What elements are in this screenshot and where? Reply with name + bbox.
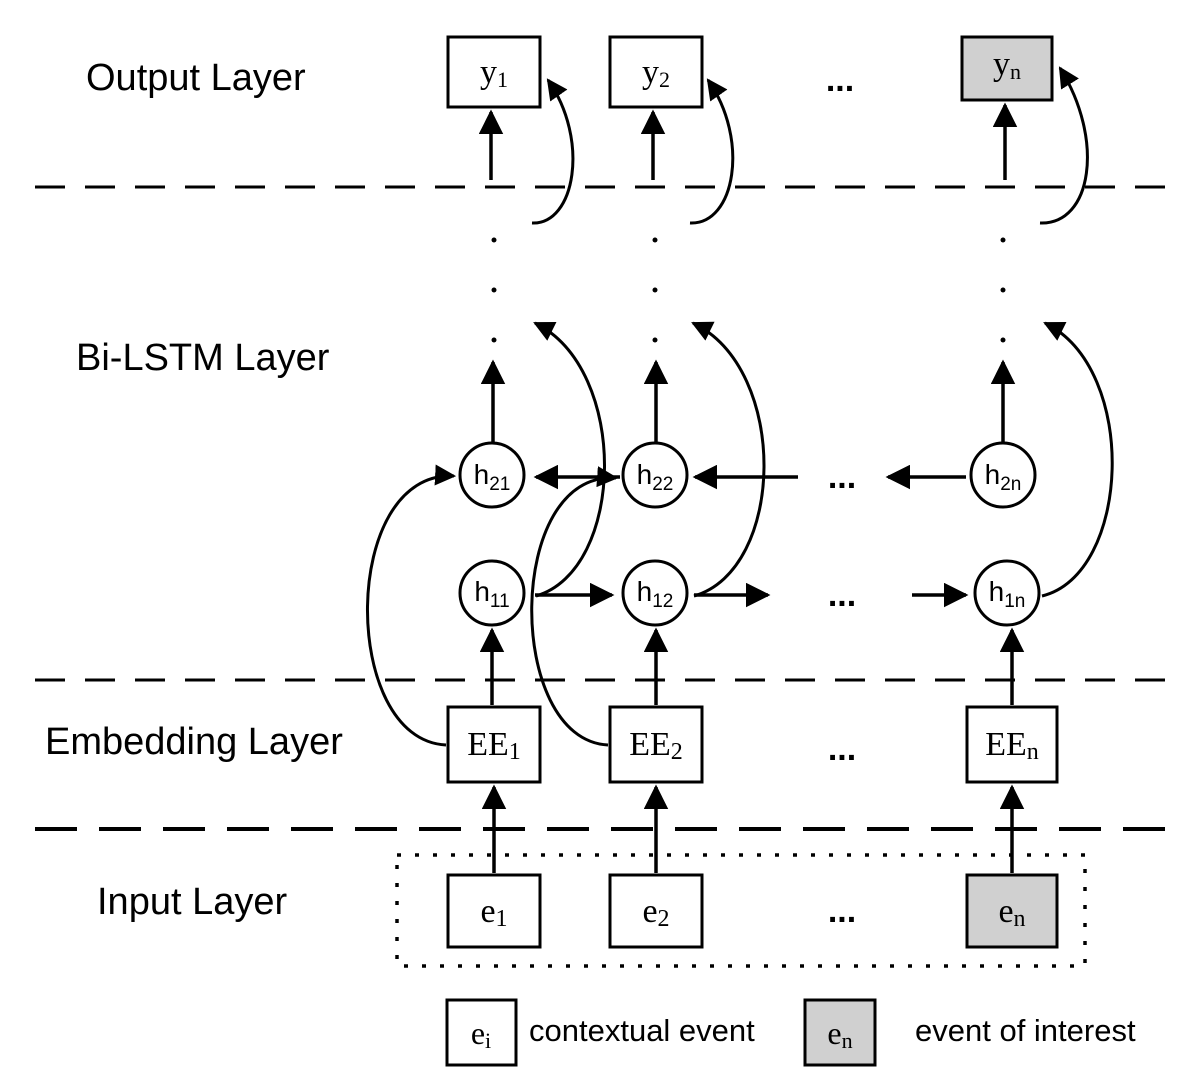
embedding-node-ee1 <box>446 705 542 784</box>
legend-contextual-text: contextual event <box>529 1013 755 1048</box>
hidden-node-h12 <box>621 559 689 627</box>
output-ellipsis: ... <box>826 61 854 99</box>
hidden-node-h1n <box>973 559 1041 627</box>
hidden-node-h21 <box>458 441 526 509</box>
hidden-node-h11 <box>458 559 526 627</box>
output-label-2: y2 <box>642 54 670 92</box>
input-node-en <box>965 873 1059 949</box>
curve-h11-up <box>533 321 606 598</box>
hidden-node-h2n <box>969 441 1037 509</box>
input-ellipsis: ... <box>828 892 856 930</box>
input-label-n: en <box>998 893 1025 932</box>
legend-interest-symbol: en <box>827 1015 852 1053</box>
curve-h12-up <box>691 321 766 598</box>
curve-to-yn <box>1039 66 1089 225</box>
output-node-y2 <box>608 35 704 109</box>
input-label-2: e2 <box>642 893 669 932</box>
embedding-label-n: EEn <box>985 726 1039 765</box>
stack-dots <box>491 237 1006 343</box>
curve-to-y2 <box>689 78 735 225</box>
legend-contextual-swatch <box>445 998 518 1067</box>
hidden-label-h21: h21 <box>474 459 511 495</box>
curve-ee2-h22 <box>530 466 619 747</box>
curve-ee1-h21 <box>366 464 457 747</box>
forward-ellipsis: ... <box>828 576 856 614</box>
embedding-layer-label: Embedding Layer <box>45 721 343 763</box>
legend-interest-text: event of interest <box>915 1013 1136 1048</box>
embedding-node-ee2 <box>608 705 704 784</box>
hidden-node-h22 <box>621 441 689 509</box>
legend-contextual-symbol: ei <box>471 1015 491 1053</box>
input-node-e1 <box>446 873 542 949</box>
bilstm-layer-label: Bi-LSTM Layer <box>76 337 330 379</box>
output-node-y1 <box>446 35 542 109</box>
hidden-label-h1n: h1n <box>989 576 1026 612</box>
input-label-1: e1 <box>480 893 507 932</box>
curve-to-y1 <box>531 78 575 225</box>
output-label-n: yn <box>993 46 1021 84</box>
curve-h1n-up <box>1041 321 1114 598</box>
output-label-1: y1 <box>480 54 508 92</box>
backward-ellipsis: ... <box>828 458 856 496</box>
embedding-ellipsis: ... <box>828 730 856 768</box>
input-node-e2 <box>608 873 704 949</box>
output-layer-label: Output Layer <box>86 57 306 99</box>
legend-interest-swatch <box>803 998 877 1067</box>
hidden-label-h11: h11 <box>474 576 509 612</box>
hidden-label-h12: h12 <box>637 576 674 612</box>
legend: ei contextual event en event of interest <box>445 998 1136 1067</box>
embedding-node-een <box>965 705 1059 784</box>
embedding-label-2: EE2 <box>629 726 683 765</box>
hidden-label-h2n: h2n <box>985 459 1022 495</box>
hidden-label-h22: h22 <box>637 459 674 495</box>
input-layer-label: Input Layer <box>97 881 287 923</box>
input-group-box <box>395 853 1087 968</box>
embedding-label-1: EE1 <box>467 726 521 765</box>
output-node-yn <box>960 35 1054 102</box>
